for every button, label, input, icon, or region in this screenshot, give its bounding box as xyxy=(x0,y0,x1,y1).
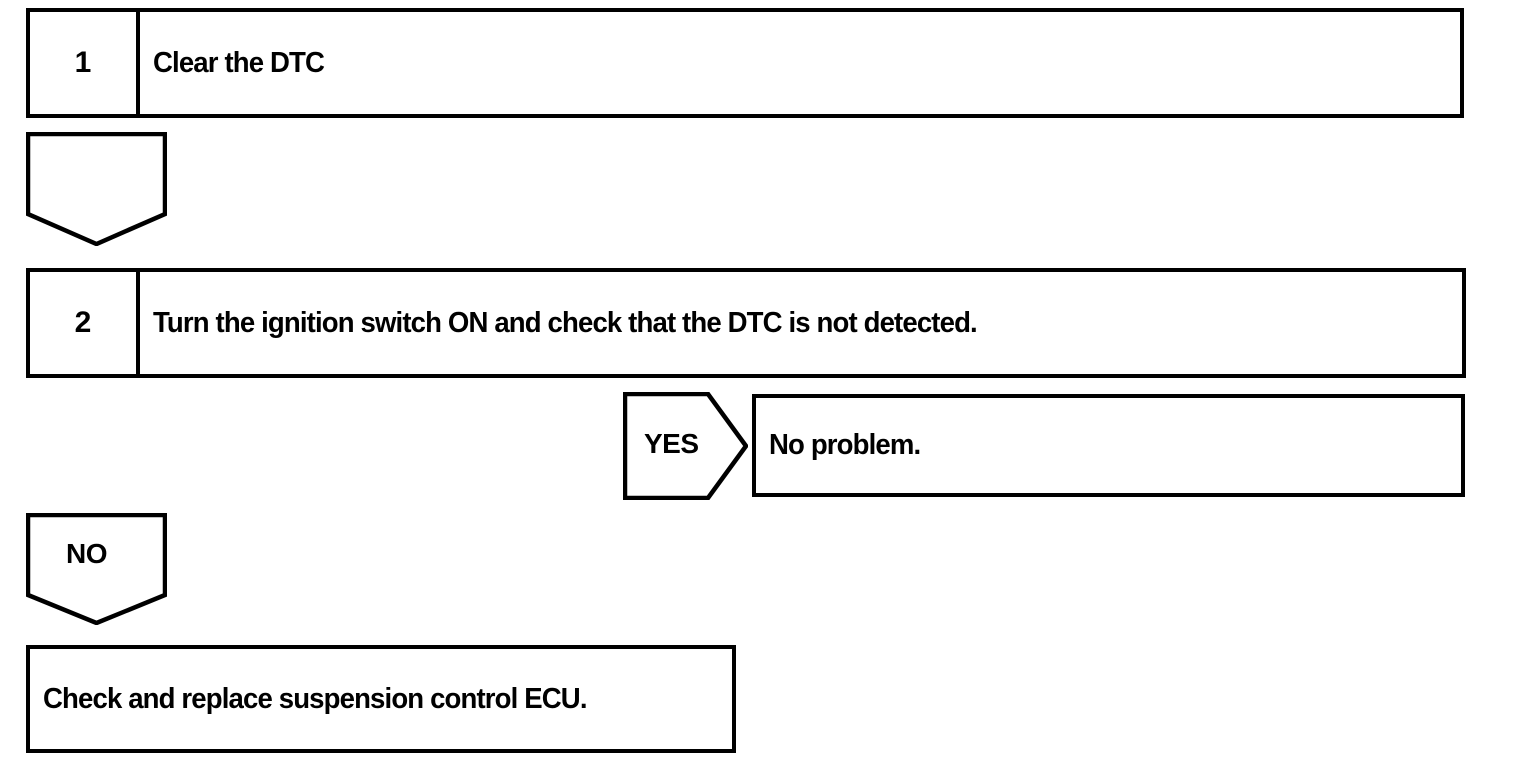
step-instruction-1: Clear the DTC xyxy=(153,46,325,79)
step-number-cell-1: 1 xyxy=(30,12,140,114)
connector-arrow-label-no: NO xyxy=(66,538,108,569)
step-number-2: 2 xyxy=(74,306,92,339)
result-box-check-ecu: Check and replace suspension control ECU… xyxy=(26,645,736,753)
result-text-no-problem: No problem. xyxy=(769,429,921,462)
step-text-cell-1: Clear the DTC xyxy=(140,12,1460,114)
step-number-cell-2: 2 xyxy=(30,272,140,374)
arrow-right-shape xyxy=(623,392,748,500)
connector-arrow-down-1 xyxy=(26,132,167,246)
connector-arrow-label-yes: YES xyxy=(644,428,699,459)
result-text-check-ecu: Check and replace suspension control ECU… xyxy=(43,682,588,715)
arrow-down-shape xyxy=(26,132,167,246)
step-number-1: 1 xyxy=(74,46,92,79)
step-box-1: 1 Clear the DTC xyxy=(26,8,1464,118)
connector-arrow-no: NO xyxy=(26,513,167,625)
step-box-2: 2 Turn the ignition switch ON and check … xyxy=(26,268,1466,378)
result-box-no-problem: No problem. xyxy=(752,394,1465,497)
step-text-cell-2: Turn the ignition switch ON and check th… xyxy=(140,272,1462,374)
connector-arrow-yes: YES xyxy=(623,392,748,500)
arrow-down-shape-no xyxy=(26,513,167,625)
step-instruction-2: Turn the ignition switch ON and check th… xyxy=(153,306,978,339)
